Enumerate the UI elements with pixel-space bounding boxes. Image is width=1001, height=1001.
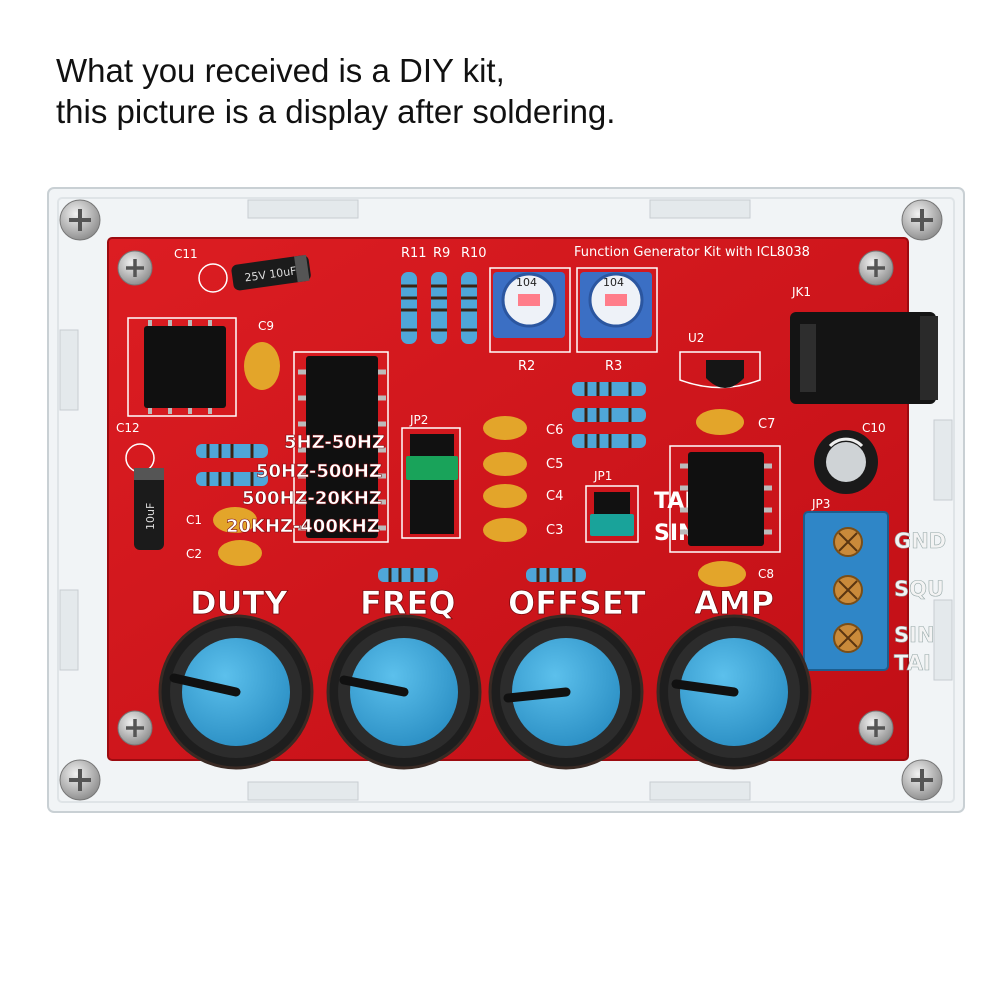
output-label-sin: SIN <box>894 623 935 647</box>
knob-duty[interactable] <box>158 614 314 770</box>
knob-offset[interactable] <box>488 614 644 770</box>
capacitor-c12-text: 10uF <box>144 503 157 530</box>
label-c3: C3 <box>546 523 563 538</box>
jumper-jp2 <box>401 427 461 539</box>
capacitor-c8 <box>698 561 746 587</box>
range-label-1: 5HZ-50HZ <box>284 432 385 453</box>
trimpot-r3: 104 <box>580 272 652 338</box>
range-resistors <box>196 444 268 486</box>
capacitor-c1 <box>213 507 257 533</box>
resistors-horizontal <box>572 382 646 448</box>
label-c2: C2 <box>186 547 202 561</box>
capacitor-c12: 10uF <box>134 468 164 550</box>
label-c6: C6 <box>546 423 563 438</box>
label-c4: C4 <box>546 489 563 504</box>
label-r9: R9 <box>433 246 450 261</box>
label-r3: R3 <box>605 359 622 374</box>
capacitors-c3-c6 <box>483 416 527 542</box>
terminal-block <box>803 511 889 671</box>
output-labels: GND SQU SIN TAI <box>894 529 947 676</box>
ic-tl082 <box>669 445 781 553</box>
label-c11: C11 <box>174 247 198 261</box>
capacitor-c11: 25V 10uF <box>231 254 311 291</box>
label-r2: R2 <box>518 359 535 374</box>
ic-left <box>127 317 237 417</box>
knob-labels: DUTY FREQ OFFSET AMP <box>190 584 775 623</box>
caption-line-1: What you received is a DIY kit, <box>56 52 505 89</box>
resistors-vertical <box>401 272 477 344</box>
knob-freq[interactable] <box>326 614 482 770</box>
capacitor-c2 <box>218 540 262 566</box>
capacitor-c10 <box>814 430 878 494</box>
capacitor-c7 <box>696 409 744 435</box>
label-c7: C7 <box>758 417 775 432</box>
capacitor-c9 <box>244 342 280 390</box>
knob-amp[interactable] <box>656 614 812 770</box>
ic-icl8038 <box>293 351 389 543</box>
caption-line-2: this picture is a display after solderin… <box>56 93 616 130</box>
range-label-3: 500HZ-20KHZ <box>242 488 382 509</box>
knob-label-amp: AMP <box>694 584 774 622</box>
label-jk1: JK1 <box>791 285 811 299</box>
label-jp1: JP1 <box>593 469 612 483</box>
label-r11: R11 <box>401 246 427 261</box>
label-jp2: JP2 <box>409 413 428 427</box>
output-label-tai: TAI <box>894 651 931 675</box>
label-c10: C10 <box>862 421 886 435</box>
trimpot-r2-value: 104 <box>516 276 537 289</box>
range-label-2: 50HZ-500HZ <box>256 461 382 482</box>
label-c8: C8 <box>758 567 774 581</box>
screws <box>59 199 943 801</box>
trimpot-r2: 104 <box>493 272 565 338</box>
dc-jack <box>790 312 938 404</box>
resistors-knob-row <box>378 568 586 582</box>
label-u2: U2 <box>688 331 704 345</box>
label-c9: C9 <box>258 319 274 333</box>
transistor-u2 <box>706 360 744 388</box>
range-labels: 5HZ-50HZ 50HZ-500HZ 500HZ-20KHZ 20KHZ-40… <box>226 432 386 538</box>
trimpot-r3-value: 104 <box>603 276 624 289</box>
caption: What you received is a DIY kit, this pic… <box>56 50 615 132</box>
label-c1: C1 <box>186 513 202 527</box>
label-jp3: JP3 <box>811 497 830 511</box>
board-title: Function Generator Kit with ICL8038 <box>574 245 810 260</box>
output-label-squ: SQU <box>894 577 944 601</box>
label-c5: C5 <box>546 457 563 472</box>
range-label-4: 20KHZ-400KHZ <box>226 516 380 537</box>
label-c12: C12 <box>116 421 140 435</box>
output-label-gnd: GND <box>894 529 946 553</box>
label-r10: R10 <box>461 246 487 261</box>
jumper-jp1 <box>585 485 639 543</box>
